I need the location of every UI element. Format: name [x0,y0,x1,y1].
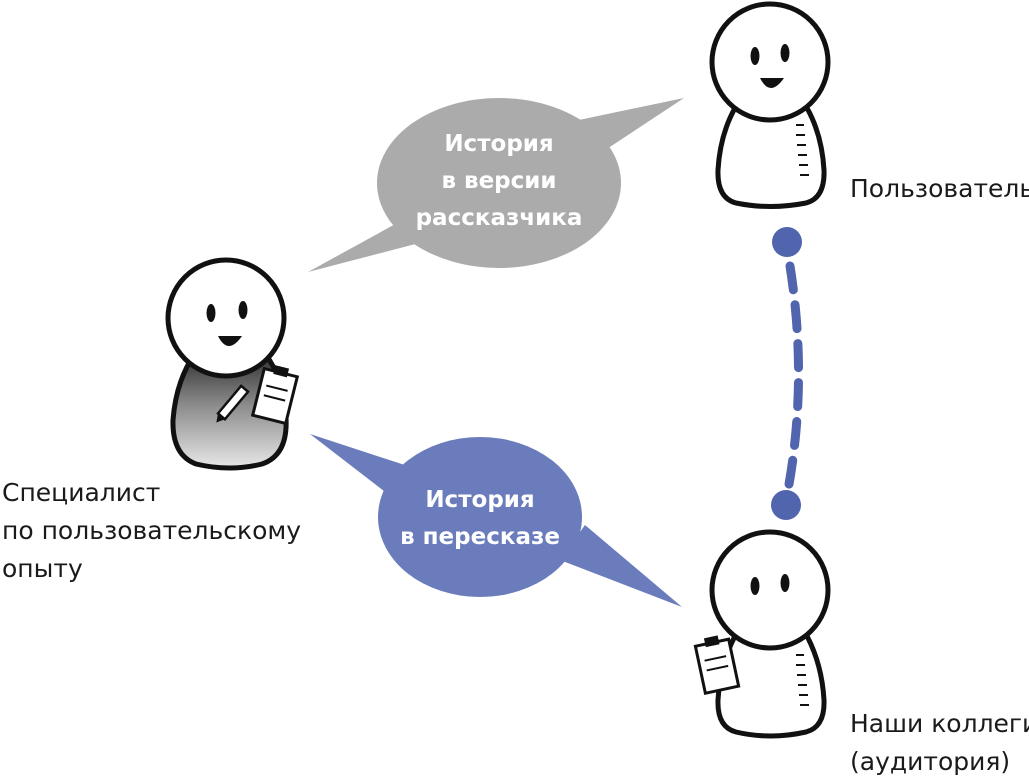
figure-eye [780,574,790,592]
user-figure [709,1,831,209]
figure-head [709,529,831,651]
label-line: по пользовательскому [2,516,302,545]
body-shading [796,654,809,706]
figure-eye [238,301,248,319]
connector-end-dot [772,227,802,257]
bubble-tail-right [560,525,682,607]
bubble-line: в пересказе [400,524,560,550]
figure-eye [750,47,760,65]
figure-head [709,1,831,123]
ux-specialist-figure [165,257,300,471]
bubble-line: История [444,131,554,157]
label-ux-specialist: Специалист по пользовательскому опыту [2,474,301,588]
label-user: Пользователь [850,170,1029,208]
label-line: Пользователь [850,174,1029,203]
bubble-body [377,98,621,268]
figure-smile [760,78,784,88]
pencil-icon [216,384,250,423]
bubble-text-retelling: История в пересказе [380,482,580,556]
colleagues-figure [693,529,831,739]
figure-body [715,633,827,739]
figure-head [165,257,287,379]
figure-eye [206,304,216,322]
dashed-link [783,261,803,495]
body-shading [796,124,809,176]
figure-body [715,105,827,209]
bubble-line: рассказчика [415,205,583,231]
bubble-body [378,437,582,597]
clipboard-icon [250,365,300,426]
label-line: Специалист [2,478,161,507]
speech-bubble-narrator-version [308,98,684,272]
label-line: опыту [2,554,83,583]
clipboard-icon [693,635,741,695]
label-line: Наши коллеги [850,709,1029,738]
figure-eye [780,44,790,62]
connector-end-dot [771,490,801,520]
bubble-text-narrator-version: История в версии рассказчика [399,126,599,237]
bubble-line: История [425,487,535,513]
label-line: (аудитория) [850,747,1011,776]
connector-user-colleagues [771,227,803,520]
bubble-line: в версии [441,168,557,194]
label-colleagues: Наши коллеги (аудитория) [850,705,1029,781]
speech-bubble-retelling [310,434,682,607]
figure-eye [750,577,760,595]
figure-smile [218,336,242,346]
